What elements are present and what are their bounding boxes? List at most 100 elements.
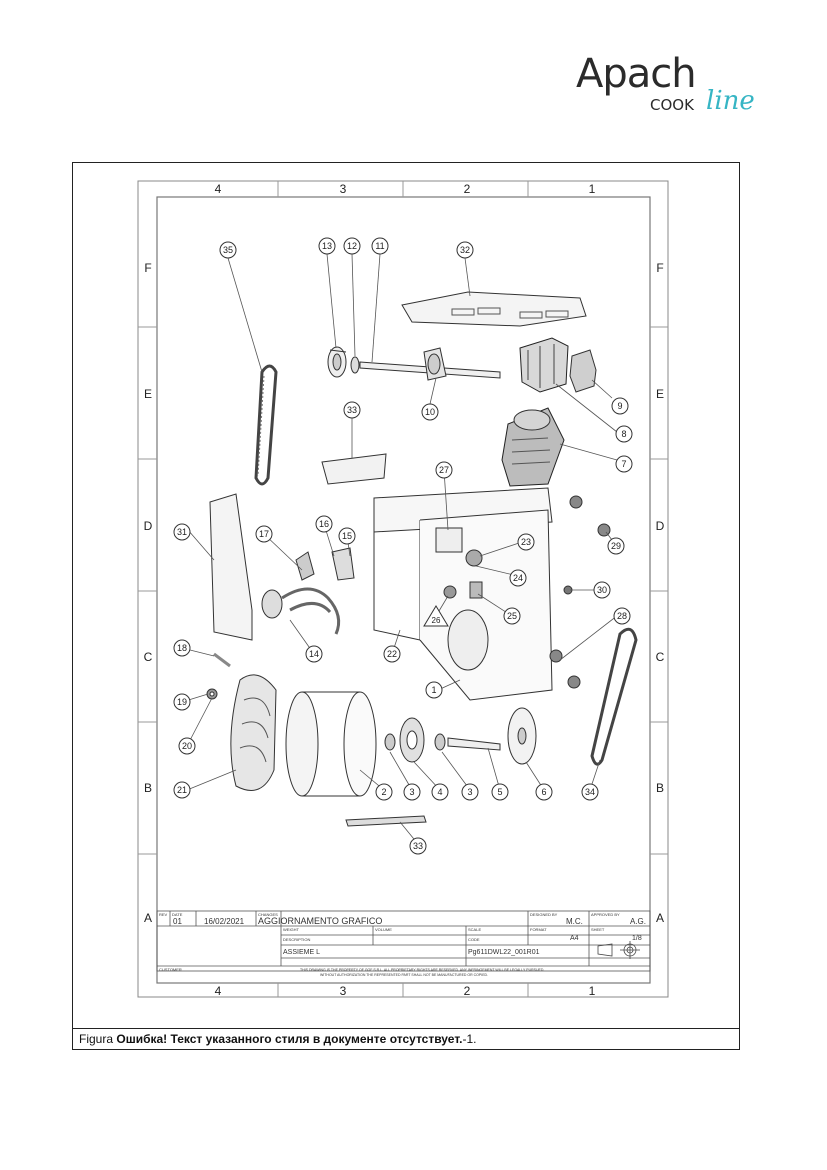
part-shaft-5 [447,737,501,751]
part-foot-28 [549,649,581,689]
balloon-6: 6 [535,783,553,801]
balloon-20: 20 [178,737,196,755]
projection-symbol-icon [597,941,640,959]
zone-row-left-d: D [144,519,153,533]
part-belt-35 [590,627,638,766]
part-washer-3a [384,733,396,751]
balloon-32: 32 [456,241,474,259]
tb-scale-label: SCALE [468,927,481,932]
zone-row-left-f: F [144,261,151,275]
logo-cook: COOK [650,96,694,114]
balloon-3a-label: 3 [409,787,414,797]
part-frame-27 [373,487,553,701]
balloon-22: 22 [383,645,401,663]
part-plate-32 [401,291,587,327]
balloon-23: 23 [517,533,535,551]
balloon-11-label: 11 [375,241,384,251]
part-disc-6 [507,707,537,765]
balloon-6-label: 6 [541,787,546,797]
balloon-18: 18 [173,639,191,657]
balloon-2: 2 [375,783,393,801]
tb-sheet: 1/8 [632,935,642,942]
tb-sheet-label: SHEET [591,927,605,932]
tb-notice-2: WITHOUT AUTHORIZATION THE REPRESENTED PA… [320,973,488,977]
tb-rev: 01 [173,917,182,926]
balloon-17: 17 [255,525,273,543]
part-foot-29 [569,495,611,537]
part-bar-34 [345,815,427,827]
tb-approved-label: APPROVED BY [591,912,620,917]
balloon-1-label: 1 [431,685,436,695]
balloon-4-label: 4 [437,787,442,797]
tb-date-label: DATE [172,912,183,917]
part-hub-4 [399,717,425,763]
balloon-15-label: 15 [342,531,352,541]
zone-col-top-1: 1 [589,182,596,196]
zone-row-right-d: D [656,519,665,533]
tb-code: Pg611DWL22_001R01 [468,949,540,956]
balloon-18-label: 18 [177,643,187,653]
part-plate-33 [321,453,387,485]
balloon-26-label: 26 [432,616,441,625]
tb-date: 16/02/2021 [204,917,245,926]
part-control-25 [469,581,483,599]
balloon-27-label: 27 [439,465,449,475]
balloon-30: 30 [593,581,611,599]
balloon-32-label: 32 [460,245,470,255]
zone-col-bottom-2: 2 [464,984,471,998]
balloon-31: 31 [173,523,191,541]
balloon-9-label: 9 [617,401,622,411]
balloon-31-label: 31 [177,527,187,537]
tb-notice-1: THIS DRAWING IS THE PROPERTY OF GGF S.R.… [300,968,544,972]
balloon-25: 25 [503,607,521,625]
balloon-17-label: 17 [259,529,269,539]
balloon-28: 28 [613,607,631,625]
caption-suffix: -1. [462,1032,477,1046]
balloon-21-label: 21 [177,785,187,795]
zone-row-right-c: C [656,650,665,664]
balloon-27: 27 [435,461,453,479]
balloon-2-label: 2 [381,787,386,797]
balloon-29: 29 [607,537,625,555]
tb-changes-label: CHANGES [258,912,278,917]
balloon-33-label: 33 [347,405,357,415]
title-block [156,910,651,972]
tb-description-label: DESCRIPTION [283,937,310,942]
apach-cookline-logo: Apach COOK line [576,52,766,122]
balloon-14-label: 14 [309,649,319,659]
balloon-16: 16 [315,515,333,533]
figure-caption: Figura Ошибка! Текст указанного стиля в … [72,1028,740,1050]
balloon-12: 12 [343,237,361,255]
balloon-30-label: 30 [597,585,607,595]
balloon-28-label: 28 [617,611,627,621]
balloon-7-label: 7 [621,459,626,469]
zone-col-bottom-4: 4 [215,984,222,998]
balloon-10-label: 10 [425,407,435,417]
part-control-26 [443,585,457,599]
balloon-24-label: 24 [513,573,523,583]
balloon-1: 1 [425,681,443,699]
balloon-4: 4 [431,783,449,801]
part-blade-21 [230,674,277,791]
balloon-16-label: 16 [319,519,329,529]
zone-row-right-a: A [656,911,664,925]
zone-row-right-f: F [656,261,663,275]
balloon-36: 35 [219,241,237,259]
zone-row-left-a: A [144,911,152,925]
balloon-8: 8 [615,425,633,443]
part-pin-18 [213,652,231,668]
part-control-24 [465,549,483,567]
part-pulley-13 [327,346,347,378]
zone-col-top-3: 3 [340,182,347,196]
balloon-23-label: 23 [521,537,531,547]
balloon-29-label: 29 [611,541,621,551]
balloon-3b-label: 3 [467,787,472,797]
balloon-25-label: 25 [507,611,517,621]
balloon-13: 13 [318,237,336,255]
balloon-9: 9 [611,397,629,415]
balloon-24: 24 [509,569,527,587]
zone-col-bottom-1: 1 [589,984,596,998]
part-washer-3b [434,733,446,751]
part-sideplate-31 [209,493,253,641]
